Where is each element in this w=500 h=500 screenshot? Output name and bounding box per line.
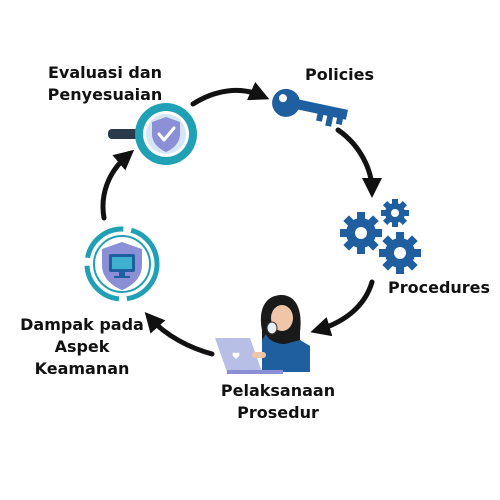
label-evaluasi-line1: Evaluasi dan [47,63,163,82]
arrow-procedures-to-pelaksanaan [310,279,375,337]
label-dampak-line2: Aspek [54,337,110,356]
label-dampak: Dampak pada Aspek Keamanan [12,314,152,380]
label-pelaksanaan: Pelaksanaan Prosedur [218,380,338,424]
arrow-policies-to-procedures [335,127,382,198]
label-dampak-line1: Dampak pada [20,315,144,334]
key-icon [272,88,348,127]
label-evaluasi-line2: Penyesuaian [47,85,163,104]
monitor-shield-icon [84,226,160,302]
arrow-evaluasi-to-policies [190,81,270,107]
label-policies: Policies [305,65,375,84]
arrow-dampak-to-evaluasi [100,149,135,221]
gears-icon [340,199,421,274]
label-pelaksanaan-line1: Pelaksanaan [220,381,336,400]
label-evaluasi: Evaluasi dan Penyesuaian [40,62,170,106]
arrow-pelaksanaan-to-dampak [144,312,215,357]
person-laptop-icon [215,294,310,374]
label-dampak-line3: Keamanan [34,359,130,378]
label-pelaksanaan-line2: Prosedur [237,403,319,422]
label-procedures: Procedures [388,278,491,297]
magnifier-shield-check-icon [108,103,197,165]
